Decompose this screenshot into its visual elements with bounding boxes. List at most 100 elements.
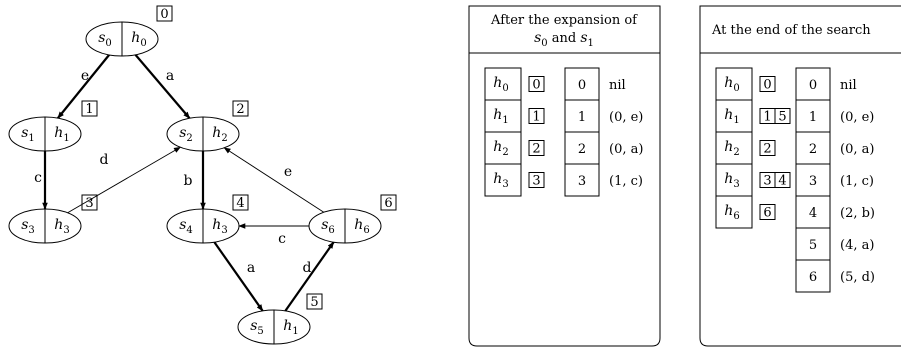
array-value: nil	[609, 78, 626, 93]
node-number: 2	[236, 102, 244, 117]
panel-frame	[699, 5, 901, 347]
array-value: (5, d)	[840, 270, 875, 285]
hash-key: h6	[724, 203, 739, 222]
panel-title: At the end of the search	[711, 23, 871, 38]
array-index: 1	[578, 110, 586, 125]
array-value: (1, c)	[840, 174, 874, 189]
edge-label: a	[166, 68, 174, 84]
hash-entry-index: 3	[532, 174, 540, 189]
hash-entry-index: 4	[778, 174, 786, 189]
array-value: (0, a)	[609, 142, 643, 157]
array-value: (2, b)	[840, 206, 875, 221]
edge-label: c	[278, 231, 286, 247]
node-heuristic-label: h2	[212, 125, 227, 144]
array-index: 6	[809, 270, 817, 285]
hash-key: h2	[724, 139, 739, 158]
hash-key: h1	[493, 107, 508, 126]
array-value: (0, e)	[609, 110, 643, 125]
node-heuristic-label: h3	[212, 217, 227, 236]
hash-entry-box	[774, 108, 791, 124]
edge-4-5	[213, 241, 264, 312]
hash-entry-box	[759, 204, 776, 220]
hash-entry-index: 3	[763, 174, 771, 189]
node-number-box	[232, 194, 249, 211]
node-state-label: s4	[179, 217, 193, 236]
hash-key: h3	[493, 171, 508, 190]
array-index: 3	[578, 174, 586, 189]
hash-entry-box	[528, 172, 545, 188]
edge-3-2	[67, 146, 181, 214]
node-number-box	[380, 194, 397, 211]
hash-entry-index: 1	[763, 110, 771, 125]
hash-entry-index: 2	[763, 142, 771, 157]
node-state-label: s2	[179, 125, 193, 144]
hash-key: h2	[493, 139, 508, 158]
array-index: 2	[809, 142, 817, 157]
edge-6-2	[223, 147, 325, 213]
array-value: nil	[840, 78, 857, 93]
node-number: 5	[310, 295, 318, 310]
edge-label: a	[247, 260, 255, 276]
node-number: 3	[85, 196, 93, 211]
hash-entry-index: 5	[778, 110, 786, 125]
node-state-label: s3	[21, 217, 35, 236]
hash-entry-index: 6	[763, 206, 771, 221]
array-value: (0, e)	[840, 110, 874, 125]
state-node-4: s4 h3 4	[166, 194, 249, 244]
state-node-6: s6 h6 6	[308, 194, 397, 244]
node-number-box	[81, 100, 98, 117]
hash-key: h3	[724, 171, 739, 190]
state-node-2: s2 h2 2	[166, 100, 249, 152]
hash-entry-box	[774, 172, 791, 188]
hash-entry-box	[528, 108, 545, 124]
hash-column	[715, 67, 753, 229]
state-node-0: s0 h0 0	[85, 5, 173, 57]
array-index: 0	[809, 78, 817, 93]
hash-entry-index: 0	[763, 78, 771, 93]
state-node-5: s5 h1 5	[237, 293, 323, 345]
hash-entry-box	[759, 140, 776, 156]
panel-title-line2: s0 and s1	[534, 30, 594, 49]
node-number: 6	[384, 196, 392, 211]
node-heuristic-label: h1	[283, 318, 298, 337]
hash-entry-box	[759, 76, 776, 92]
panel-title-line1: After the expansion of	[490, 13, 638, 28]
array-index: 0	[578, 78, 586, 93]
edge-label: d	[303, 260, 312, 276]
node-state-label: s0	[98, 30, 112, 49]
array-index: 3	[809, 174, 817, 189]
node-state-label: s1	[21, 125, 35, 144]
node-heuristic-label: h0	[131, 30, 146, 49]
state-node-3: s3 h3 3	[8, 194, 98, 244]
hash-entry-index: 0	[532, 78, 540, 93]
hash-entry-index: 1	[532, 110, 540, 125]
hash-entry-box	[528, 140, 545, 156]
node-heuristic-label: h6	[354, 217, 369, 236]
node-number: 0	[160, 7, 168, 22]
edge-label: d	[100, 152, 109, 168]
edge-label: e	[81, 68, 89, 84]
hash-entry-box	[528, 76, 545, 92]
node-state-label: s5	[250, 318, 264, 337]
edge-label: b	[184, 173, 193, 189]
node-number: 4	[236, 196, 244, 211]
array-index: 1	[809, 110, 817, 125]
edge-label: c	[34, 170, 42, 186]
array-value: (4, a)	[840, 238, 874, 253]
node-heuristic-label: h3	[54, 217, 69, 236]
hash-key: h0	[724, 75, 739, 94]
node-heuristic-label: h1	[54, 125, 69, 144]
panel-frame	[468, 5, 661, 347]
edge-0-1	[57, 54, 110, 119]
state-node-1: s1 h1 1	[8, 100, 98, 152]
edge-0-2	[134, 54, 191, 119]
node-number-box	[156, 5, 173, 22]
node-number: 1	[85, 102, 93, 117]
node-state-label: s6	[321, 217, 335, 236]
node-number-box	[306, 293, 323, 310]
array-value: (0, a)	[840, 142, 874, 157]
